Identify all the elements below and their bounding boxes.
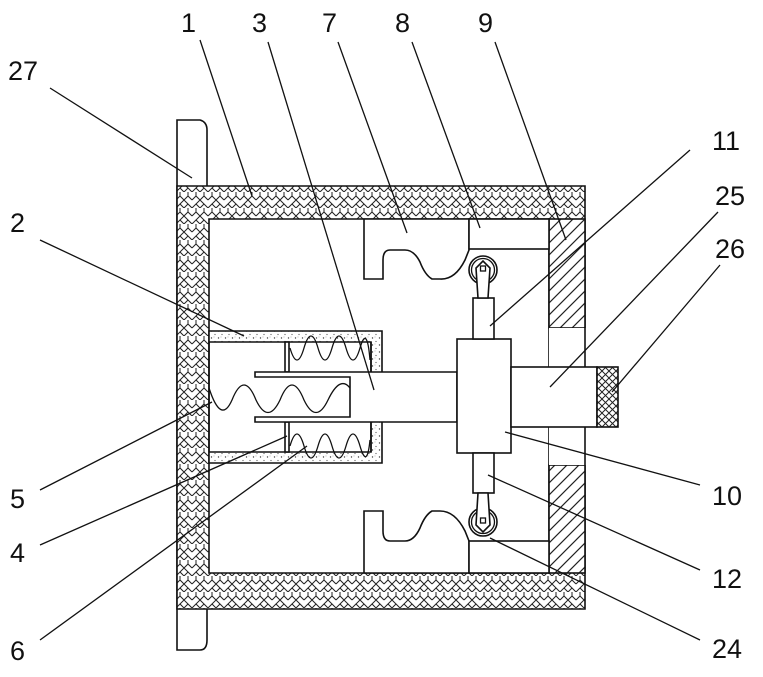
upper-cam-block [364,219,469,279]
label-8: 8 [395,8,410,38]
lower-arm [473,453,494,493]
slide-plate [285,342,289,372]
push-rod [255,372,457,422]
label-4: 4 [10,538,25,568]
label-12: 12 [712,564,742,594]
label-24: 24 [712,634,742,664]
lower-cam-block [364,511,469,573]
upper-arm [473,298,494,339]
main-spring [209,384,350,413]
label-2: 2 [10,208,25,238]
upper-stop-block [549,219,585,328]
label-11: 11 [712,126,740,156]
upper-guide-block [469,219,549,249]
lower-guide-block [469,541,549,573]
label-6: 6 [10,636,25,666]
end-cap [597,367,618,427]
label-1: 1 [181,8,196,38]
label-26: 26 [715,234,745,264]
label-7: 7 [322,8,337,38]
label-9: 9 [478,8,493,38]
label-10: 10 [712,481,742,511]
label-3: 3 [252,8,267,38]
label-25: 25 [715,181,745,211]
output-rod [511,367,597,427]
label-5: 5 [10,484,25,514]
lower-stop-block [549,465,585,573]
label-27: 27 [8,56,38,86]
slider-block [457,339,511,453]
